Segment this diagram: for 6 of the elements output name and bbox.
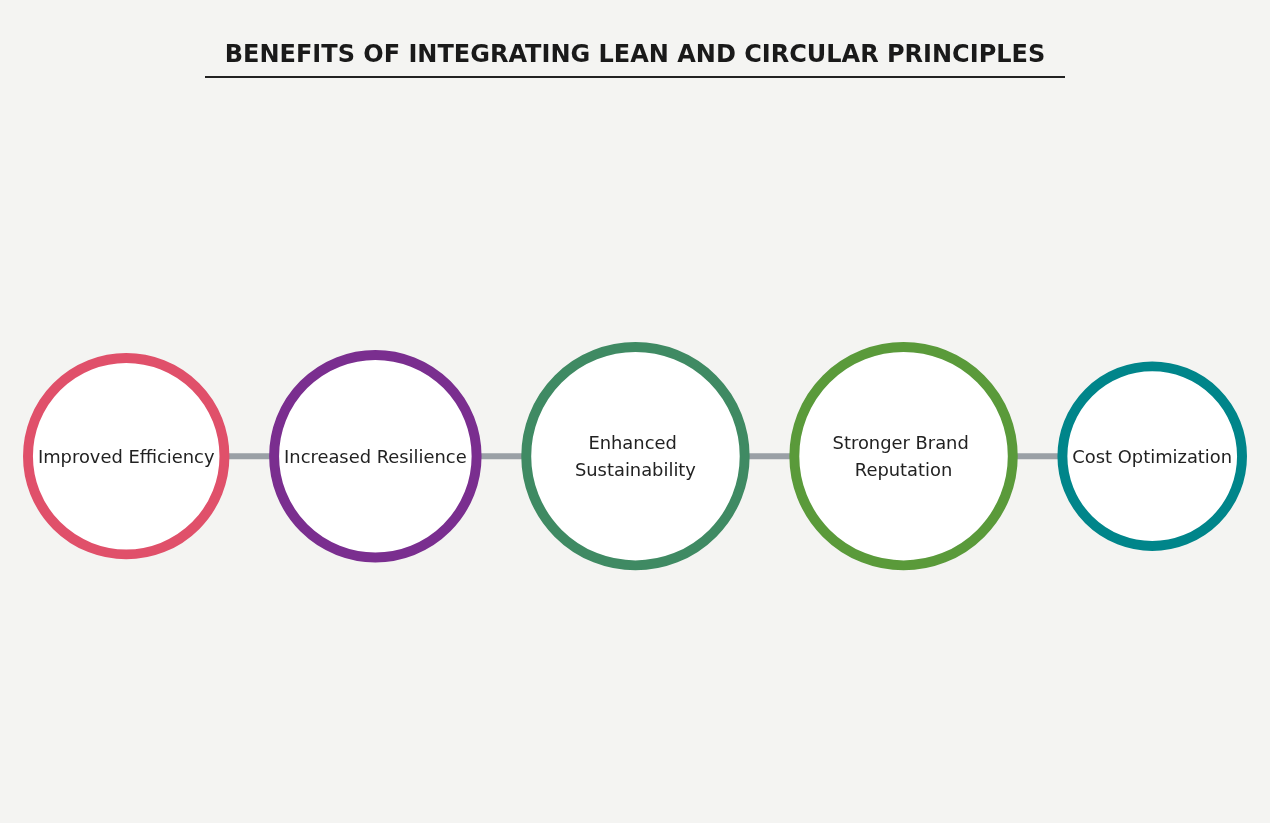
diagram-title: BENEFITS OF INTEGRATING LEAN AND CIRCULAR PRINCIPLES [204, 40, 1066, 78]
node-circle: Increased Resilience [269, 350, 482, 563]
node-circle: Cost Optimization [1057, 361, 1247, 552]
node-circle: Improved Efficiency [23, 353, 230, 560]
node-circle: Enhanced Sustainability [521, 342, 750, 571]
node-circle: Stronger Brand Reputation [789, 342, 1018, 571]
